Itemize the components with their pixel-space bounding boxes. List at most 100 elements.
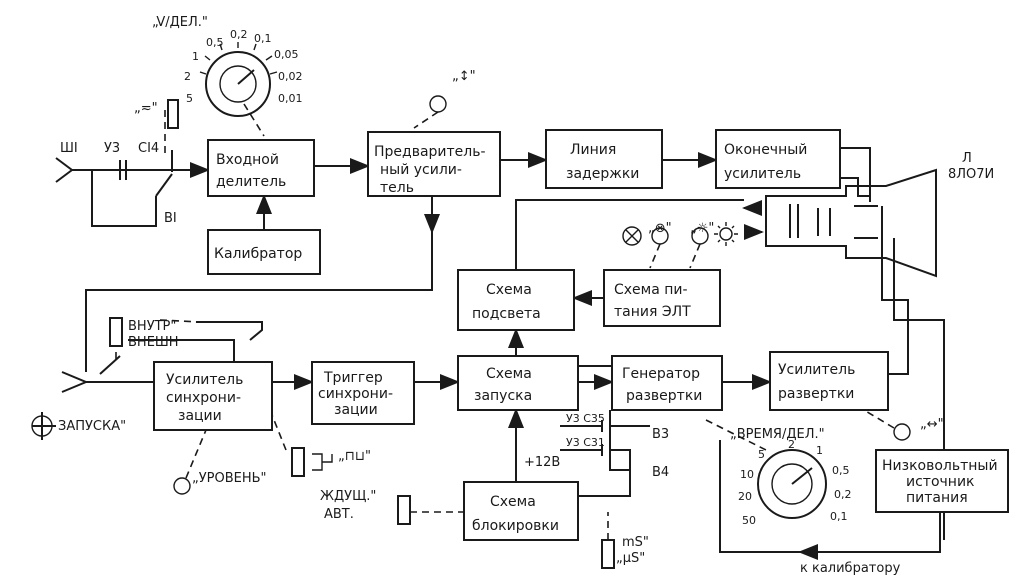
time-div-knob[interactable] bbox=[757, 449, 827, 519]
wires bbox=[55, 99, 945, 560]
u3-c35-label: У3 С35 bbox=[566, 412, 605, 425]
svg-text:зации: зации bbox=[334, 402, 378, 418]
y-shift-control[interactable] bbox=[429, 95, 447, 113]
svg-text:зации: зации bbox=[178, 408, 222, 424]
svg-text:Схема: Схема bbox=[490, 494, 536, 510]
svg-text:блокировки: блокировки bbox=[472, 518, 559, 534]
ext-label: ВНЕШН bbox=[128, 335, 179, 350]
svg-text:Схема пи-: Схема пи- bbox=[614, 282, 688, 298]
ms-label: mS" bbox=[622, 535, 649, 550]
svg-text:источник: источник bbox=[906, 474, 975, 490]
trigger-input-label: ЗАПУСКА" bbox=[58, 419, 126, 434]
calibrator-block: Калибратор bbox=[207, 229, 321, 275]
svg-text:Низковольтный: Низковольтный bbox=[882, 458, 998, 474]
b1-label: BI bbox=[164, 211, 177, 226]
blocking-block: Схема блокировки bbox=[463, 481, 579, 541]
b4-label: В4 bbox=[652, 465, 669, 480]
t-scale-1: 2 bbox=[788, 438, 795, 451]
sweep-amp-block: Усилитель развертки bbox=[769, 351, 889, 411]
focus-control[interactable] bbox=[622, 226, 669, 246]
svg-text:Оконечный: Оконечный bbox=[724, 142, 807, 158]
svg-text:Калибратор: Калибратор bbox=[214, 246, 302, 262]
v-scale-5: 0,01 bbox=[278, 92, 303, 105]
us-label: „μS" bbox=[616, 551, 645, 566]
t-scale-2: 1 bbox=[816, 444, 823, 457]
svg-text:Усилитель: Усилитель bbox=[778, 362, 855, 378]
v-scale-2: 0,1 bbox=[254, 32, 272, 45]
t-scale-7: 20 bbox=[738, 490, 752, 503]
brightness-control[interactable] bbox=[691, 222, 738, 246]
svg-text:питания: питания bbox=[906, 490, 968, 506]
input-divider-block: Входной делитель bbox=[207, 139, 315, 197]
mode-wait-label: ЖДУЩ." bbox=[320, 489, 376, 504]
v-div-knob[interactable] bbox=[199, 42, 278, 117]
svg-text:тель: тель bbox=[380, 180, 414, 196]
int-ext-switch[interactable] bbox=[109, 317, 123, 347]
svg-text:Предваритель-: Предваритель- bbox=[374, 144, 486, 160]
level-control[interactable] bbox=[173, 477, 191, 495]
delay-line-block: Линия задержки bbox=[545, 129, 663, 189]
svg-text:Схема: Схема bbox=[486, 366, 532, 382]
svg-text:синхрони-: синхрони- bbox=[318, 386, 393, 402]
coupling-label: „≂" bbox=[134, 101, 158, 116]
svg-text:делитель: делитель bbox=[216, 174, 286, 190]
y-shift-label: „↕" bbox=[452, 69, 476, 84]
v-div-label: „V/ДЕЛ." bbox=[152, 15, 208, 30]
input-label: ШI bbox=[60, 141, 78, 156]
trigger-input-jack[interactable] bbox=[31, 412, 56, 440]
svg-text:развертки: развертки bbox=[626, 388, 702, 404]
preamp-block: Предваритель- ный усили- тель bbox=[367, 131, 501, 197]
crt-power-block: Схема пи- тания ЭЛТ bbox=[603, 269, 721, 327]
svg-text:задержки: задержки bbox=[566, 166, 639, 182]
svg-text:тания ЭЛТ: тания ЭЛТ bbox=[614, 304, 691, 320]
sync-amp-block: Усилитель синхрони- зации bbox=[153, 361, 273, 431]
t-scale-8: 50 bbox=[742, 514, 756, 527]
crt-label-1: Л bbox=[962, 151, 972, 166]
v-scale-0: 0,5 bbox=[206, 36, 224, 49]
polarity-switch[interactable] bbox=[291, 447, 333, 477]
unblank-block: Схема подсвета bbox=[457, 269, 575, 331]
v-scale-3: 0,05 bbox=[274, 48, 299, 61]
sync-trigger-block: Триггер синхрони- зации bbox=[311, 361, 415, 425]
sweep-gen-block: Генератор развертки bbox=[611, 355, 723, 411]
v-scale-1: 0,2 bbox=[230, 28, 248, 41]
mode-auto-label: АВТ. bbox=[324, 507, 354, 522]
t-scale-3: 0,5 bbox=[832, 464, 850, 477]
lv-supply-block: Низковольтный источник питания bbox=[875, 449, 1009, 513]
int-label: ВНУТР" bbox=[128, 319, 176, 334]
plus12-label: +12В bbox=[524, 455, 560, 470]
svg-text:усилитель: усилитель bbox=[724, 166, 801, 182]
mode-switch[interactable] bbox=[397, 495, 411, 525]
v-scale-6: 1 bbox=[192, 50, 199, 63]
svg-text:запуска: запуска bbox=[474, 388, 532, 404]
v-scale-4: 0,02 bbox=[278, 70, 303, 83]
svg-text:Входной: Входной bbox=[216, 152, 279, 168]
t-scale-0: 5 bbox=[758, 448, 765, 461]
svg-text:синхрони-: синхрони- bbox=[166, 390, 241, 406]
trigger-circuit-block: Схема запуска bbox=[457, 355, 579, 411]
u3-c31-label: У3 С31 bbox=[566, 436, 605, 449]
crt-label-2: 8ЛО7И bbox=[948, 167, 994, 182]
to-calibrator-label: к калибратору bbox=[800, 561, 901, 576]
x-shift-label: „↔" bbox=[920, 417, 944, 432]
u3-label: У3 bbox=[104, 141, 120, 156]
level-label: „УРОВЕНЬ" bbox=[192, 471, 267, 486]
svg-text:ный усили-: ный усили- bbox=[380, 162, 462, 178]
v-scale-8: 5 bbox=[186, 92, 193, 105]
svg-text:Схема: Схема bbox=[486, 282, 532, 298]
svg-text:Линия: Линия bbox=[570, 142, 616, 158]
brightness-label: „☼" bbox=[690, 221, 714, 236]
c14-label: СI4 bbox=[138, 141, 159, 156]
time-div-label: „ВРЕМЯ/ДЕЛ." bbox=[730, 427, 825, 442]
svg-text:развертки: развертки bbox=[778, 386, 854, 402]
t-scale-6: 10 bbox=[740, 468, 754, 481]
ms-us-switch[interactable] bbox=[601, 539, 615, 569]
b3-label: В3 bbox=[652, 427, 669, 442]
svg-text:Генератор: Генератор bbox=[622, 366, 700, 382]
focus-label: „⊗" bbox=[648, 221, 672, 236]
x-shift-control[interactable] bbox=[893, 423, 911, 441]
svg-text:Триггер: Триггер bbox=[323, 370, 383, 386]
polarity-label: „⊓⊔" bbox=[338, 449, 371, 464]
svg-text:Усилитель: Усилитель bbox=[166, 372, 243, 388]
